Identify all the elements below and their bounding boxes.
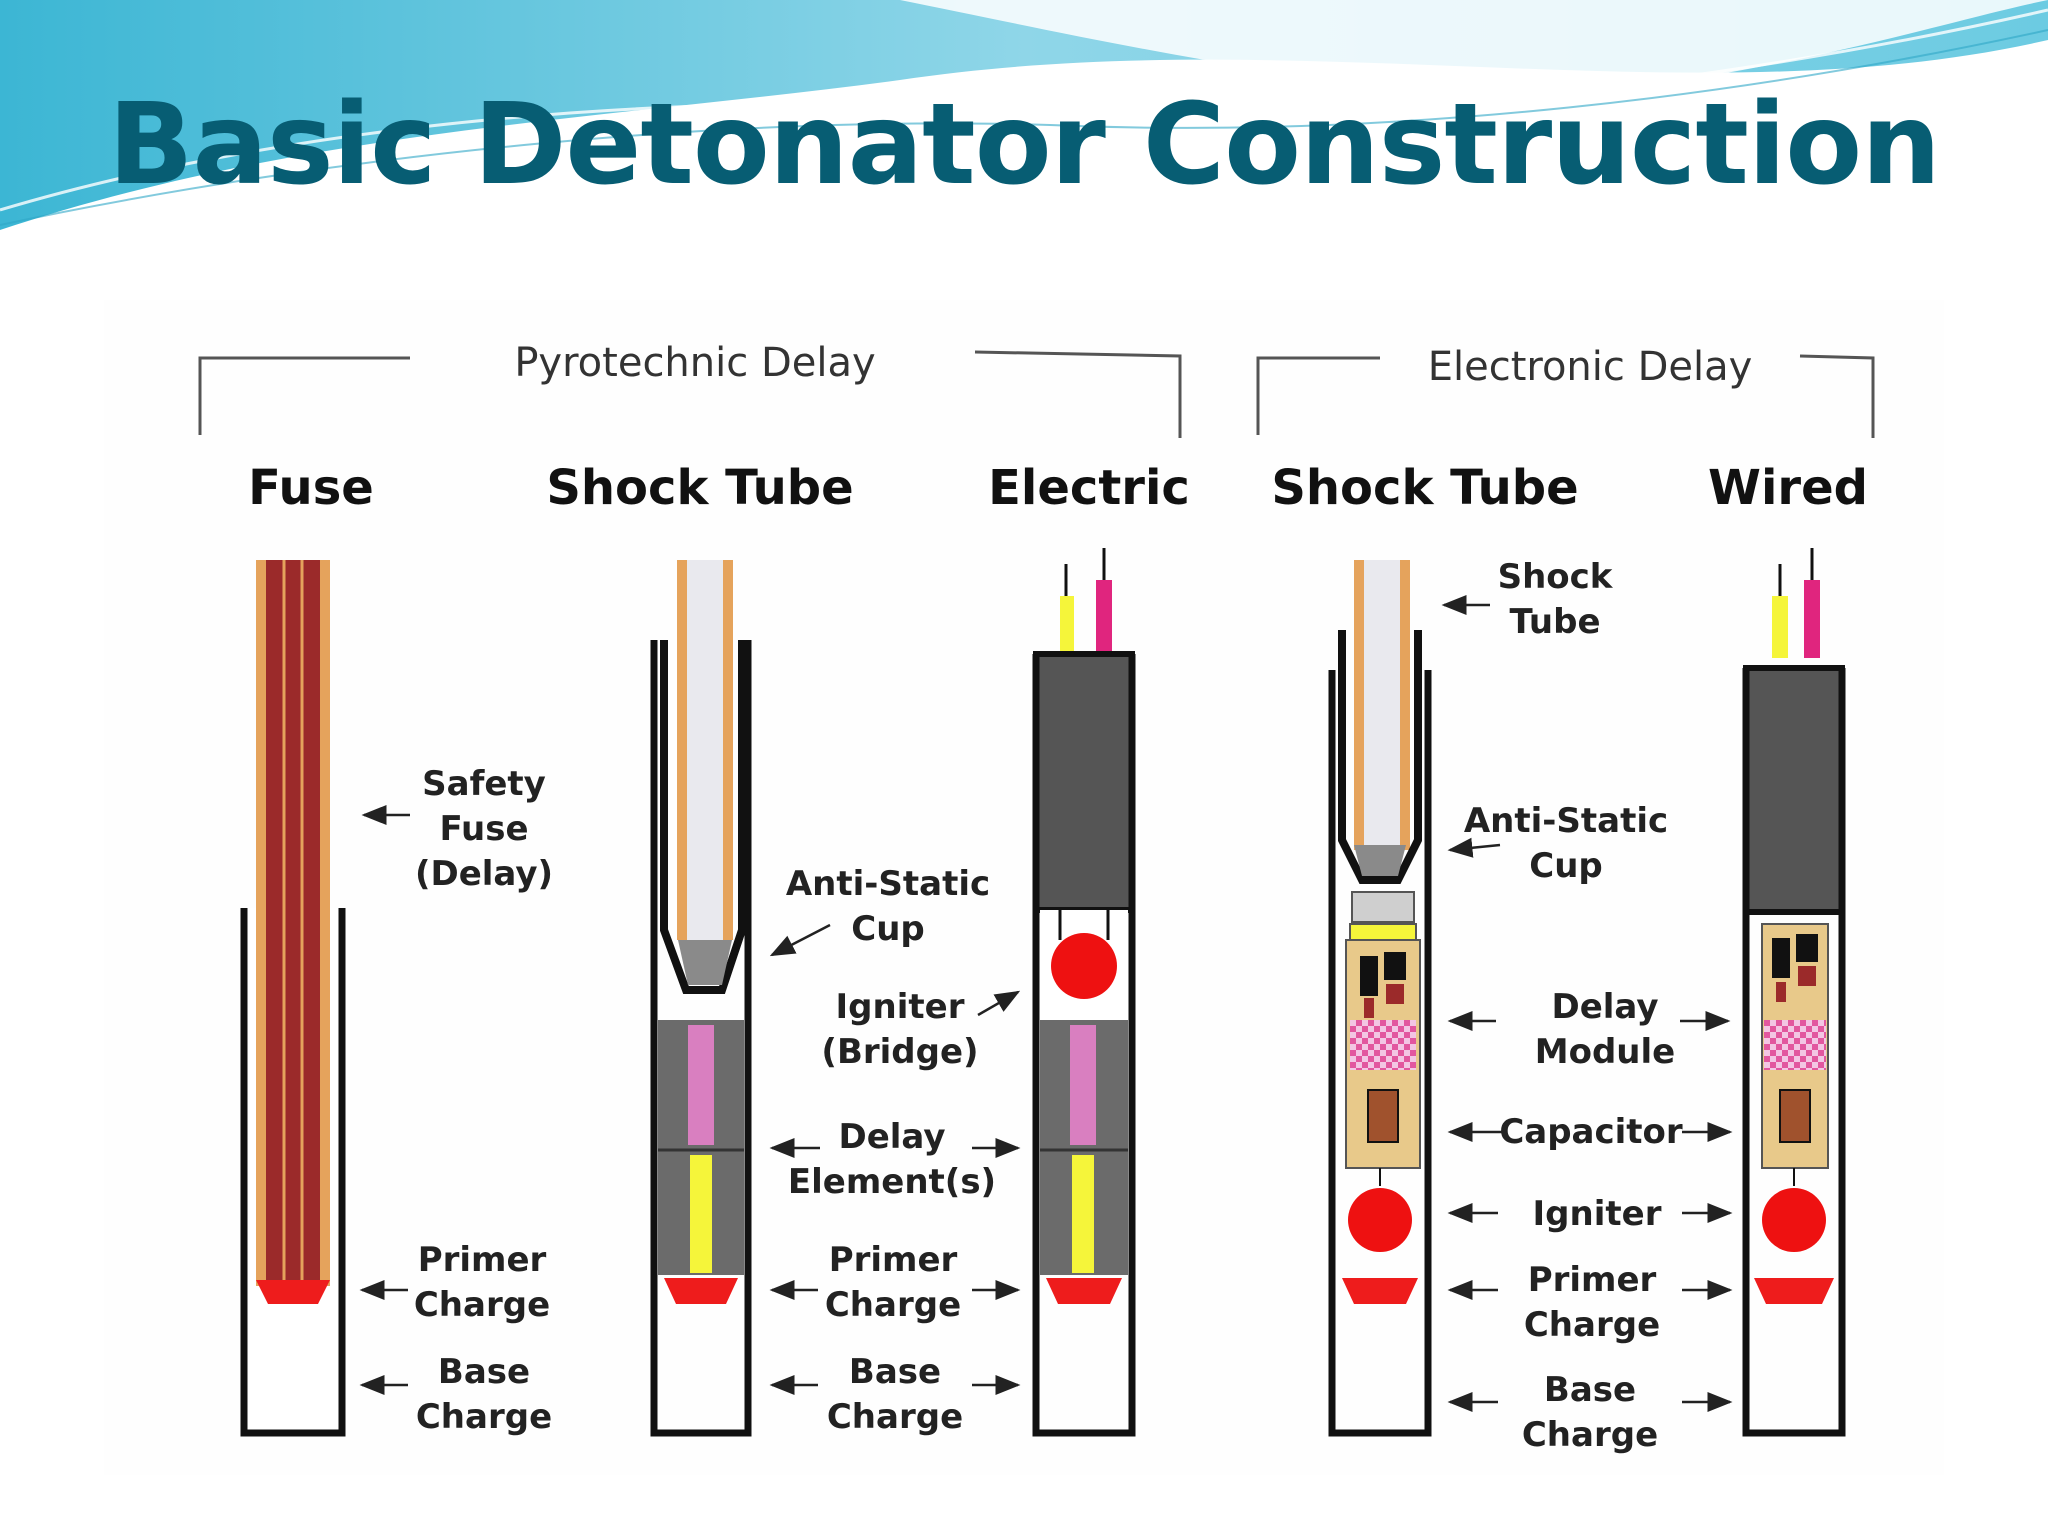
svg-text:Fuse: Fuse — [439, 809, 528, 849]
svg-text:(Delay): (Delay) — [415, 854, 553, 894]
label-primer-charge-fuse: Primer Charge — [359, 1240, 550, 1325]
diagram-panel — [104, 300, 1944, 1475]
label-base-charge-elec: Base Charge — [1447, 1370, 1733, 1455]
wired-detonator — [1742, 548, 1846, 1437]
svg-text:Charge: Charge — [1522, 1415, 1658, 1455]
svg-text:Module: Module — [1535, 1032, 1675, 1072]
label-delay-module: Delay Module — [1447, 987, 1731, 1072]
svg-text:Anti-Static: Anti-Static — [1464, 801, 1668, 841]
label-primer-charge-elec: Primer Charge — [1447, 1260, 1733, 1345]
svg-text:Charge: Charge — [827, 1397, 963, 1437]
svg-text:Charge: Charge — [1524, 1305, 1660, 1345]
label-primer-charge-pyro: Primer Charge — [769, 1240, 1021, 1325]
svg-text:Base: Base — [438, 1352, 530, 1392]
svg-text:Delay: Delay — [1552, 987, 1659, 1027]
label-safety-fuse: Safety Fuse (Delay) — [361, 764, 553, 894]
svg-text:Base: Base — [1544, 1370, 1636, 1410]
electronic-group-label: Electronic Delay — [1428, 344, 1753, 390]
svg-text:(Bridge): (Bridge) — [821, 1032, 978, 1072]
label-anti-static-cup-elec: Anti-Static Cup — [1447, 801, 1668, 886]
svg-text:Igniter: Igniter — [1533, 1194, 1662, 1234]
column-heading-wired: Wired — [1708, 460, 1868, 516]
column-heading-fuse: Fuse — [248, 460, 374, 516]
svg-text:Capacitor: Capacitor — [1499, 1112, 1683, 1152]
shock-tube-pyro-detonator — [650, 560, 752, 1437]
column-heading-shock-tube-elec: Shock Tube — [1271, 460, 1578, 516]
electronic-group-bracket: Electronic Delay — [1256, 344, 1875, 438]
label-base-charge-fuse: Base Charge — [359, 1352, 552, 1437]
pyrotechnic-group-label: Pyrotechnic Delay — [514, 340, 875, 386]
label-anti-static-cup-pyro: Anti-Static Cup — [769, 864, 990, 957]
svg-text:Shock: Shock — [1498, 557, 1614, 597]
svg-text:Delay: Delay — [839, 1117, 946, 1157]
label-base-charge-pyro: Base Charge — [769, 1352, 1021, 1437]
svg-text:Igniter: Igniter — [836, 987, 965, 1027]
svg-text:Charge: Charge — [414, 1285, 550, 1325]
svg-text:Charge: Charge — [416, 1397, 552, 1437]
electric-detonator — [1032, 548, 1136, 1437]
svg-text:Primer: Primer — [418, 1240, 547, 1280]
column-heading-shock-tube-pyro: Shock Tube — [546, 460, 853, 516]
svg-text:Cup: Cup — [851, 909, 925, 949]
svg-text:Anti-Static: Anti-Static — [786, 864, 990, 904]
svg-text:Base: Base — [849, 1352, 941, 1392]
label-capacitor: Capacitor — [1447, 1112, 1733, 1152]
label-igniter-bridge: Igniter (Bridge) — [821, 987, 1021, 1072]
svg-text:Safety: Safety — [422, 764, 546, 804]
label-shock-tube: Shock Tube — [1441, 557, 1614, 642]
svg-text:Charge: Charge — [825, 1285, 961, 1325]
svg-text:Tube: Tube — [1509, 602, 1600, 642]
slide-title: Basic Detonator Construction — [108, 80, 1941, 210]
label-igniter: Igniter — [1447, 1194, 1733, 1234]
fuse-detonator — [240, 560, 346, 1437]
pyrotechnic-group-bracket: Pyrotechnic Delay — [198, 340, 1182, 438]
shock-tube-electronic-detonator — [1328, 560, 1432, 1437]
label-delay-elements: Delay Element(s) — [769, 1117, 1021, 1202]
column-heading-electric: Electric — [988, 460, 1190, 516]
svg-text:Element(s): Element(s) — [788, 1162, 996, 1202]
svg-text:Primer: Primer — [829, 1240, 958, 1280]
svg-text:Cup: Cup — [1529, 846, 1603, 886]
svg-text:Primer: Primer — [1528, 1260, 1657, 1300]
